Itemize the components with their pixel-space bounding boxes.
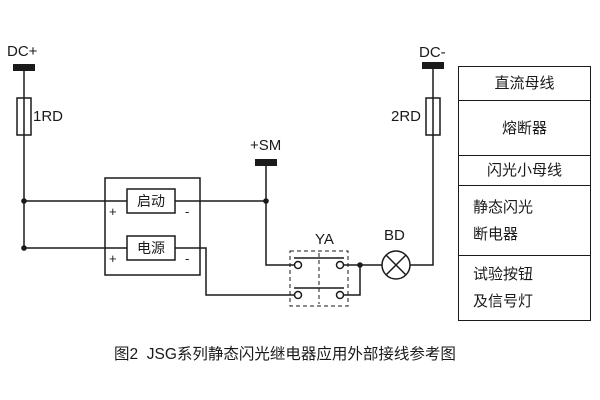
figure-caption: 图2 JSG系列静态闪光继电器应用外部接线参考图 (114, 346, 456, 363)
wire-power-minus (200, 247, 294, 296)
legend-row-fuse: 熔断器 (459, 101, 590, 156)
lamp-cross (385, 254, 407, 276)
start-minus-sign: - (185, 204, 190, 219)
legend-text: 断电器 (473, 225, 519, 243)
start-plus-sign: + (109, 204, 117, 219)
relay-outline-box (104, 177, 201, 276)
dc-plus-label: DC+ (7, 43, 38, 60)
lamp-label: BD (384, 227, 405, 244)
wire-switch-bottom-join (344, 265, 361, 296)
legend-table: 直流母线 熔断器 闪光小母线 静态闪光 断电器 试验按钮 及信号灯 (458, 66, 591, 321)
legend-row-relay: 静态闪光 断电器 (459, 186, 590, 256)
switch-dashed-box (289, 250, 349, 307)
fuse-2rd-label: 2RD (391, 108, 422, 125)
fuse-1rd-symbol (16, 97, 32, 136)
junction-dot (263, 198, 269, 204)
flash-bus-label: +SM (250, 137, 282, 154)
switch-contact (293, 290, 303, 300)
legend-row-dc-bus: 直流母线 (459, 67, 590, 101)
terminal-dc-plus (13, 64, 35, 71)
legend-row-test-lamp: 试验按钮 及信号灯 (459, 256, 590, 320)
relay-start-label: 启动 (137, 193, 165, 209)
legend-text: 熔断器 (501, 119, 547, 137)
legend-row-flash-bus: 闪光小母线 (459, 156, 590, 186)
terminal-dc-minus (422, 62, 444, 69)
switch-contact (293, 260, 303, 270)
junction-dot (21, 198, 27, 204)
relay-power-label: 电源 (137, 240, 165, 256)
legend-text: 闪光小母线 (486, 162, 562, 179)
legend-text: 及信号灯 (473, 293, 534, 310)
wire-flash-bus (265, 166, 294, 266)
switch-contact (335, 260, 345, 270)
legend-text: 试验按钮 (473, 266, 534, 283)
terminal-flash-bus (255, 159, 277, 166)
dc-minus-label: DC- (419, 44, 446, 61)
test-button-label: YA (315, 231, 334, 248)
power-plus-sign: + (109, 251, 117, 266)
fuse-2rd-symbol (425, 97, 441, 136)
fuse-1rd-label: 1RD (33, 108, 64, 125)
power-minus-sign: - (185, 251, 190, 266)
legend-text: 直流母线 (494, 75, 555, 92)
legend-text: 静态闪光 (473, 198, 534, 216)
switch-contact (335, 290, 345, 300)
junction-dot (357, 262, 363, 268)
junction-dot (21, 245, 27, 251)
